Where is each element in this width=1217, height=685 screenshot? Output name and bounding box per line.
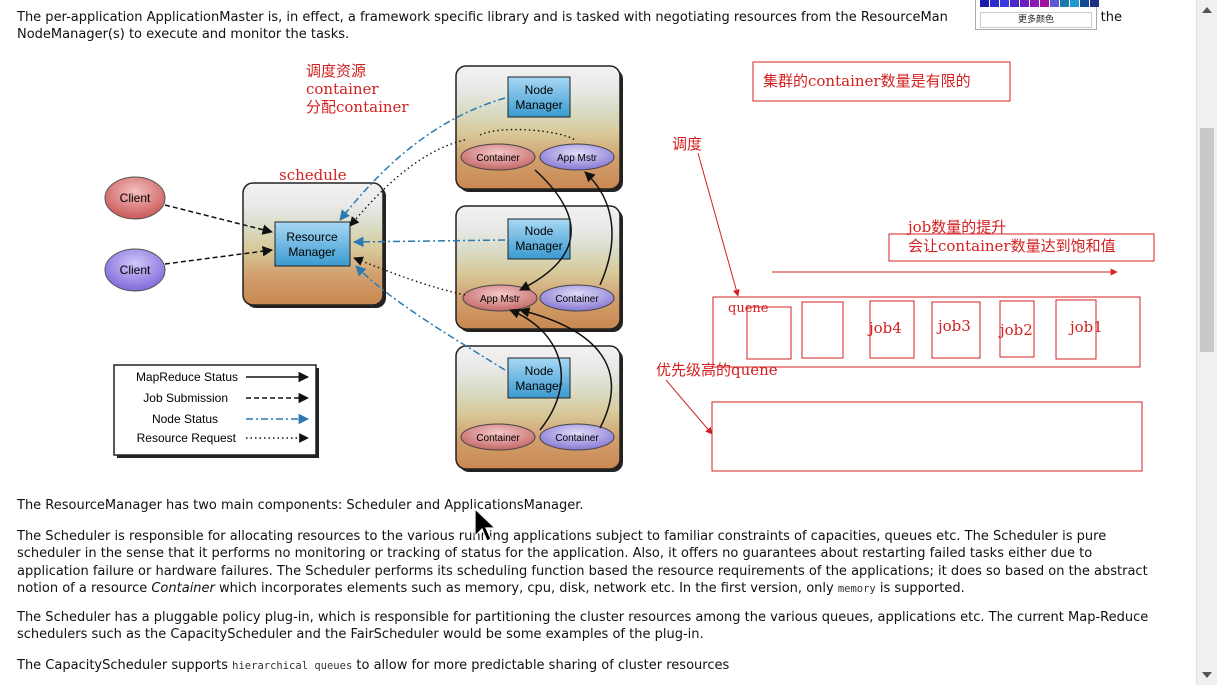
node3-container-1: Container	[476, 433, 520, 444]
more-colors-button[interactable]: 更多颜色	[980, 12, 1092, 28]
legend-job-submission: Job Submission	[143, 391, 228, 405]
client-label-1: Client	[120, 191, 151, 205]
legend-node-status: Node Status	[152, 412, 218, 426]
anno-schedule: schedule	[279, 166, 347, 184]
color-swatch[interactable]	[1020, 0, 1029, 7]
color-swatch[interactable]	[980, 0, 989, 7]
scheduler-text-2: which incorporates elements such as memo…	[214, 581, 838, 597]
color-swatch[interactable]	[1070, 0, 1079, 7]
anno-job2: job2	[998, 321, 1033, 339]
intro-text-part1: The per-application ApplicationMaster is…	[17, 10, 948, 25]
node1-container: Container	[476, 153, 520, 164]
scheduler-text: The Scheduler is responsible for allocat…	[17, 529, 1148, 597]
capacity-paragraph: The CapacityScheduler supports hierarchi…	[17, 657, 1157, 675]
memory-code: memory	[837, 583, 876, 596]
client-node-1: Client	[104, 176, 166, 220]
node1-appmaster: App Mstr	[557, 153, 598, 164]
color-swatch[interactable]	[1060, 0, 1069, 7]
diagram-legend: MapReduce Status Job Submission Node Sta…	[113, 364, 319, 458]
legend-mapreduce-status: MapReduce Status	[136, 370, 238, 384]
scrollbar-thumb[interactable]	[1200, 128, 1214, 352]
color-palette-popup: 更多颜色	[975, 0, 1099, 30]
anno-job-increase: job数量的提升	[906, 218, 1006, 236]
color-swatch[interactable]	[1080, 0, 1089, 7]
color-swatch[interactable]	[1050, 0, 1059, 7]
queue-slot-job3	[931, 301, 981, 359]
anno-allocate-container: 分配container	[306, 98, 409, 116]
color-swatch[interactable]	[1010, 0, 1019, 7]
nm3-label-1: Node	[525, 364, 554, 378]
node-manager-3: Node Manager Container Container	[455, 345, 623, 472]
anno-dispatch: 调度	[672, 135, 702, 153]
client-node-2: Client	[104, 248, 166, 292]
queue-slot-job2	[999, 300, 1035, 358]
anno-job3: job3	[936, 317, 971, 335]
nm1-label-1: Node	[525, 83, 554, 97]
anno-saturation: 会让container数量达到饱和值	[908, 237, 1116, 255]
intro-text-line2: NodeManager(s) to execute and monitor th…	[17, 27, 350, 43]
rm-label-2: Manager	[288, 245, 335, 259]
resource-manager-node: Resource Manager	[242, 182, 386, 308]
anno-job1: job1	[1068, 318, 1103, 336]
node3-container-2: Container	[555, 433, 599, 444]
anno-queue: quene	[728, 301, 769, 316]
node2-container: Container	[555, 294, 599, 305]
queue-slot-1	[746, 306, 792, 360]
node-manager-2: Node Manager App Mstr Container	[455, 205, 623, 332]
rm-components-paragraph: The ResourceManager has two main compone…	[17, 498, 584, 513]
node-manager-1: Node Manager Container App Mstr	[455, 65, 623, 192]
anno-priority-queue: 优先级高的quene	[656, 361, 778, 379]
anno-schedule-resource: 调度资源	[306, 62, 366, 80]
container-term: Container	[151, 581, 215, 597]
capacity-text-2: to allow for more predictable sharing of…	[352, 658, 730, 673]
color-swatch[interactable]	[1040, 0, 1049, 7]
scroll-up-arrow-icon[interactable]	[1202, 7, 1212, 13]
nm1-label-2: Manager	[515, 98, 562, 112]
hierarchical-queues-code: hierarchical queues	[232, 660, 353, 672]
mouse-cursor-icon	[474, 508, 497, 542]
color-swatch[interactable]	[990, 0, 999, 7]
nm3-label-2: Manager	[515, 379, 562, 393]
queue-slot-2	[801, 301, 844, 359]
scroll-down-arrow-icon[interactable]	[1202, 672, 1212, 678]
vertical-scrollbar[interactable]	[1196, 0, 1217, 685]
queue-slot-job1	[1055, 299, 1097, 360]
queue-box	[712, 296, 1141, 368]
capacity-text: The CapacityScheduler supports	[17, 658, 233, 673]
intro-paragraph: The per-application ApplicationMaster is…	[17, 9, 1157, 44]
scheduler-text-3: is supported.	[875, 581, 965, 597]
anno-cluster-limit: 集群的container数量是有限的	[763, 72, 971, 90]
nm2-label-2: Manager	[515, 239, 562, 253]
legend-resource-request: Resource Request	[137, 431, 237, 445]
color-swatch[interactable]	[1030, 0, 1039, 7]
queue-slot-job4	[869, 300, 915, 359]
client-label-2: Client	[120, 263, 151, 277]
anno-container: container	[306, 80, 379, 98]
red-annotations: 调度资源 container 分配container schedule 集群的c…	[279, 61, 1155, 472]
rm-label-1: Resource	[286, 230, 338, 244]
scheduler-paragraph: The Scheduler is responsible for allocat…	[17, 528, 1157, 599]
plugin-paragraph: The Scheduler has a pluggable policy plu…	[17, 610, 1149, 643]
node2-appmaster: App Mstr	[480, 294, 521, 305]
color-swatch[interactable]	[1000, 0, 1009, 7]
priority-queue-box	[711, 401, 1143, 472]
color-swatch[interactable]	[1090, 0, 1099, 7]
yarn-architecture-diagram: Client Client Resource Manager Node Mana…	[104, 61, 1155, 472]
anno-job4: job4	[867, 319, 902, 337]
nm2-label-1: Node	[525, 224, 554, 238]
diagram-connections	[164, 97, 613, 431]
